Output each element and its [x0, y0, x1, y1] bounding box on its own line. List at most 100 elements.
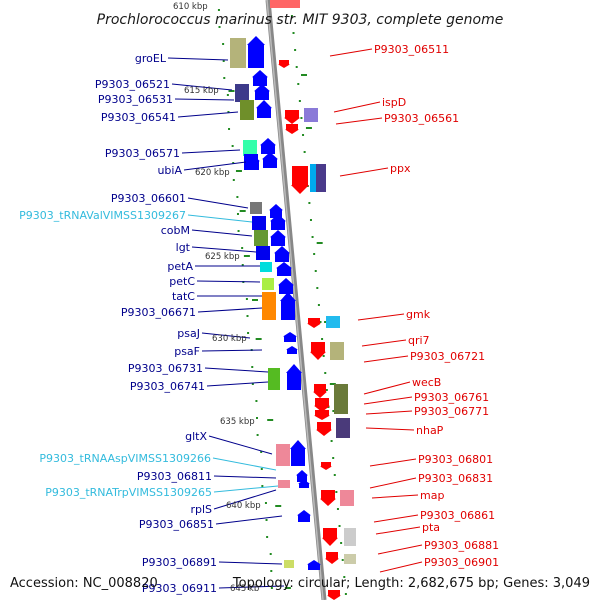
leader-line-left: [187, 214, 253, 223]
leader-line-left: [196, 280, 261, 283]
leader-line-right: [365, 427, 415, 431]
right-label: P9303_06881: [424, 539, 499, 552]
gene-block-pink: [278, 480, 290, 488]
forward-gene-arrow: [298, 480, 310, 488]
forward-gene-arrow: [297, 510, 311, 522]
leader-line-left: [187, 197, 249, 209]
kbp-label: 640 kbp: [226, 501, 261, 511]
left-label: P9303_06891: [142, 556, 217, 569]
left-label: tatC: [172, 290, 195, 303]
gene-block-indigo: [235, 84, 249, 102]
leader-line-right: [361, 339, 407, 347]
leader-line-right: [363, 381, 411, 395]
leader-line-right: [357, 313, 405, 321]
reverse-gene-arrow: [313, 384, 327, 398]
left-label: ubiA: [157, 164, 182, 177]
right-label: P9303_06831: [418, 472, 493, 485]
right-label: map: [420, 489, 444, 502]
forward-gene-arrow: [280, 292, 296, 320]
left-label: P9303_06601: [111, 192, 186, 205]
left-label: P9303_06741: [130, 380, 205, 393]
leader-line-left: [218, 585, 285, 589]
gene-block-olive: [230, 38, 246, 68]
leader-line-left: [183, 161, 247, 171]
kbp-label: 625 kbp: [205, 252, 240, 262]
gene-block-olive: [330, 342, 344, 360]
kbp-label: 630 kbp: [212, 334, 247, 344]
reverse-gene-arrow: [320, 490, 336, 506]
kbp-label: 645 kb: [230, 584, 259, 594]
right-label: P9303_06861: [420, 509, 495, 522]
leader-line-left: [174, 98, 235, 101]
leader-line-right: [363, 396, 413, 405]
right-gene-labels: P9303_06511ispDP9303_06561ppxgmkqri7P930…: [374, 43, 499, 569]
leader-line-left: [218, 561, 283, 565]
leader-line-right: [371, 494, 419, 499]
forward-gene-arrow: [274, 246, 290, 262]
right-label: P9303_06511: [374, 43, 449, 56]
leader-line-left: [213, 485, 279, 493]
forward-gene-arrow: [262, 152, 278, 168]
leader-line-right: [375, 526, 421, 535]
forward-gene-arrow: [269, 204, 283, 218]
gene-block-grey: [344, 528, 356, 546]
right-label: nhaP: [416, 424, 444, 437]
gene-block-blue: [256, 246, 270, 260]
right-label: P9303_06721: [410, 350, 485, 363]
left-label: psaJ: [177, 327, 200, 340]
left-label: P9303_06911: [142, 582, 217, 595]
left-label: groEL: [135, 52, 167, 65]
kbp-label: 635 kbp: [220, 417, 255, 427]
left-label: P9303_06811: [137, 470, 212, 483]
gene-block-cyan: [310, 164, 316, 192]
right-label: gmk: [406, 308, 431, 321]
leader-line-right: [329, 48, 373, 57]
gene-block-lavender: [304, 108, 318, 122]
footer-genome-info: Topology: circular; Length: 2,682,675 bp…: [232, 576, 590, 591]
reverse-gene-arrow: [314, 410, 330, 420]
gene-features: [230, 0, 356, 600]
right-label: P9303_06901: [424, 556, 499, 569]
left-label: gltX: [185, 430, 207, 443]
leader-line-right: [369, 477, 417, 489]
reverse-gene-arrow: [314, 398, 330, 412]
leader-line-left: [177, 111, 239, 118]
leader-line-left: [208, 435, 273, 455]
gene-block-pink: [276, 444, 290, 466]
left-gene-labels: groELP9303_06521P9303_06531P9303_06541P9…: [19, 52, 217, 595]
label-leader-lines: [167, 48, 423, 589]
forward-gene-arrow: [270, 214, 286, 230]
reverse-gene-arrow: [278, 60, 290, 68]
reverse-gene-arrow: [325, 552, 339, 564]
right-label: P9303_06801: [418, 453, 493, 466]
leader-line-left: [191, 229, 253, 237]
right-label: qri7: [408, 334, 430, 347]
forward-gene-arrow: [276, 262, 292, 276]
leader-line-right: [365, 410, 413, 415]
gene-block-cyan: [326, 316, 340, 328]
left-label: P9303_06851: [139, 518, 214, 531]
forward-gene-arrow: [270, 230, 286, 246]
leader-line-right: [373, 514, 419, 523]
footer-accession: Accession: NC_008820: [10, 576, 158, 591]
right-label: pta: [422, 521, 440, 534]
gene-block-green: [268, 368, 280, 390]
gene-block-pink: [340, 490, 354, 506]
reverse-gene-arrow: [307, 318, 321, 328]
gene-block-green: [240, 100, 254, 120]
leader-line-right: [363, 355, 409, 363]
leader-line-left: [215, 515, 283, 525]
forward-gene-arrow: [296, 470, 308, 482]
left-label: P9303_06671: [121, 306, 196, 319]
left-label: psaF: [174, 345, 200, 358]
forward-gene-arrow: [290, 440, 306, 466]
leader-line-left: [181, 149, 241, 154]
right-label: P9303_06771: [414, 405, 489, 418]
gene-block-lime: [284, 560, 294, 568]
leader-line-right: [333, 101, 381, 113]
reverse-gene-arrow: [284, 110, 300, 124]
forward-gene-arrow: [247, 36, 265, 68]
backbone-line: [265, 0, 327, 600]
tick-marks: [217, 9, 351, 595]
